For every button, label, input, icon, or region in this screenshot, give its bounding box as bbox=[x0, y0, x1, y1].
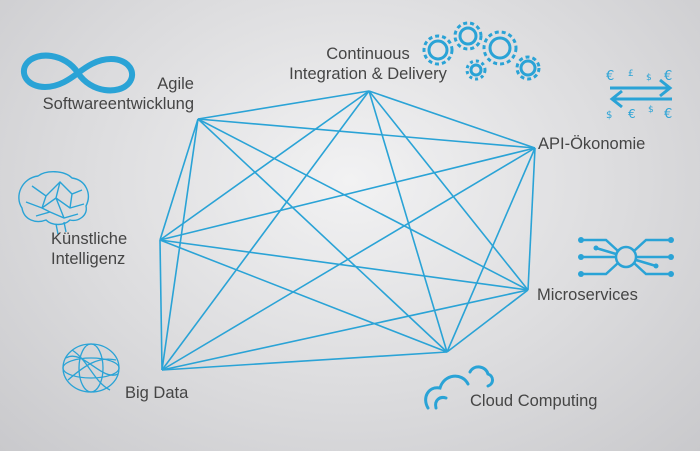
node-label-agile: Agile Softwareentwicklung bbox=[42, 75, 194, 113]
edge-micro-bigdata bbox=[161, 289, 529, 371]
node-label-ki: Künstliche Intelligenz bbox=[51, 230, 128, 268]
edge-agile-cloud bbox=[197, 118, 448, 353]
node-label-bigdata: Big Data bbox=[125, 384, 189, 402]
edge-cicd-api bbox=[368, 90, 536, 149]
svg-text:€: € bbox=[664, 69, 672, 84]
edge-api-micro bbox=[527, 147, 536, 291]
svg-text:$: $ bbox=[646, 73, 652, 83]
svg-text:$: $ bbox=[606, 110, 612, 120]
edge-ki-micro bbox=[159, 239, 529, 291]
node-label-cicd: Continuous Integration & Delivery bbox=[289, 45, 447, 83]
edge-bigdata-cloud bbox=[161, 351, 448, 371]
svg-text:€: € bbox=[664, 107, 672, 120]
edge-cicd-cloud bbox=[368, 90, 448, 353]
gears-icon bbox=[422, 21, 541, 81]
edge-agile-micro bbox=[197, 118, 529, 291]
edge-agile-api bbox=[197, 118, 536, 149]
currency-exchange-icon: € £ $ € $ € $ € bbox=[606, 69, 673, 120]
svg-text:€: € bbox=[628, 107, 636, 120]
node-label-cloud: Cloud Computing bbox=[470, 392, 598, 410]
edge-cicd-ki bbox=[159, 90, 370, 241]
svg-text:€: € bbox=[606, 69, 614, 84]
edge-micro-cloud bbox=[446, 289, 529, 353]
edge-api-ki bbox=[159, 147, 536, 241]
edge-ki-bigdata bbox=[159, 239, 163, 371]
edge-agile-cicd bbox=[197, 90, 370, 120]
data-sphere-icon bbox=[62, 343, 120, 393]
edge-agile-ki bbox=[159, 118, 199, 241]
node-label-micro: Microservices bbox=[537, 286, 638, 304]
svg-text:$: $ bbox=[648, 105, 654, 115]
brain-icon bbox=[18, 171, 90, 235]
edge-api-bigdata bbox=[161, 147, 536, 371]
edge-cicd-bigdata bbox=[161, 90, 370, 371]
edge-api-cloud bbox=[446, 147, 536, 353]
edge-ki-cloud bbox=[159, 239, 448, 353]
edge-cicd-micro bbox=[368, 90, 529, 291]
circuit-icon bbox=[578, 237, 674, 277]
node-label-api: API-Ökonomie bbox=[538, 135, 646, 153]
cloud-icon bbox=[424, 365, 494, 410]
infinity-icon bbox=[20, 52, 136, 94]
svg-text:£: £ bbox=[628, 69, 634, 79]
edge-agile-bigdata bbox=[161, 118, 199, 371]
